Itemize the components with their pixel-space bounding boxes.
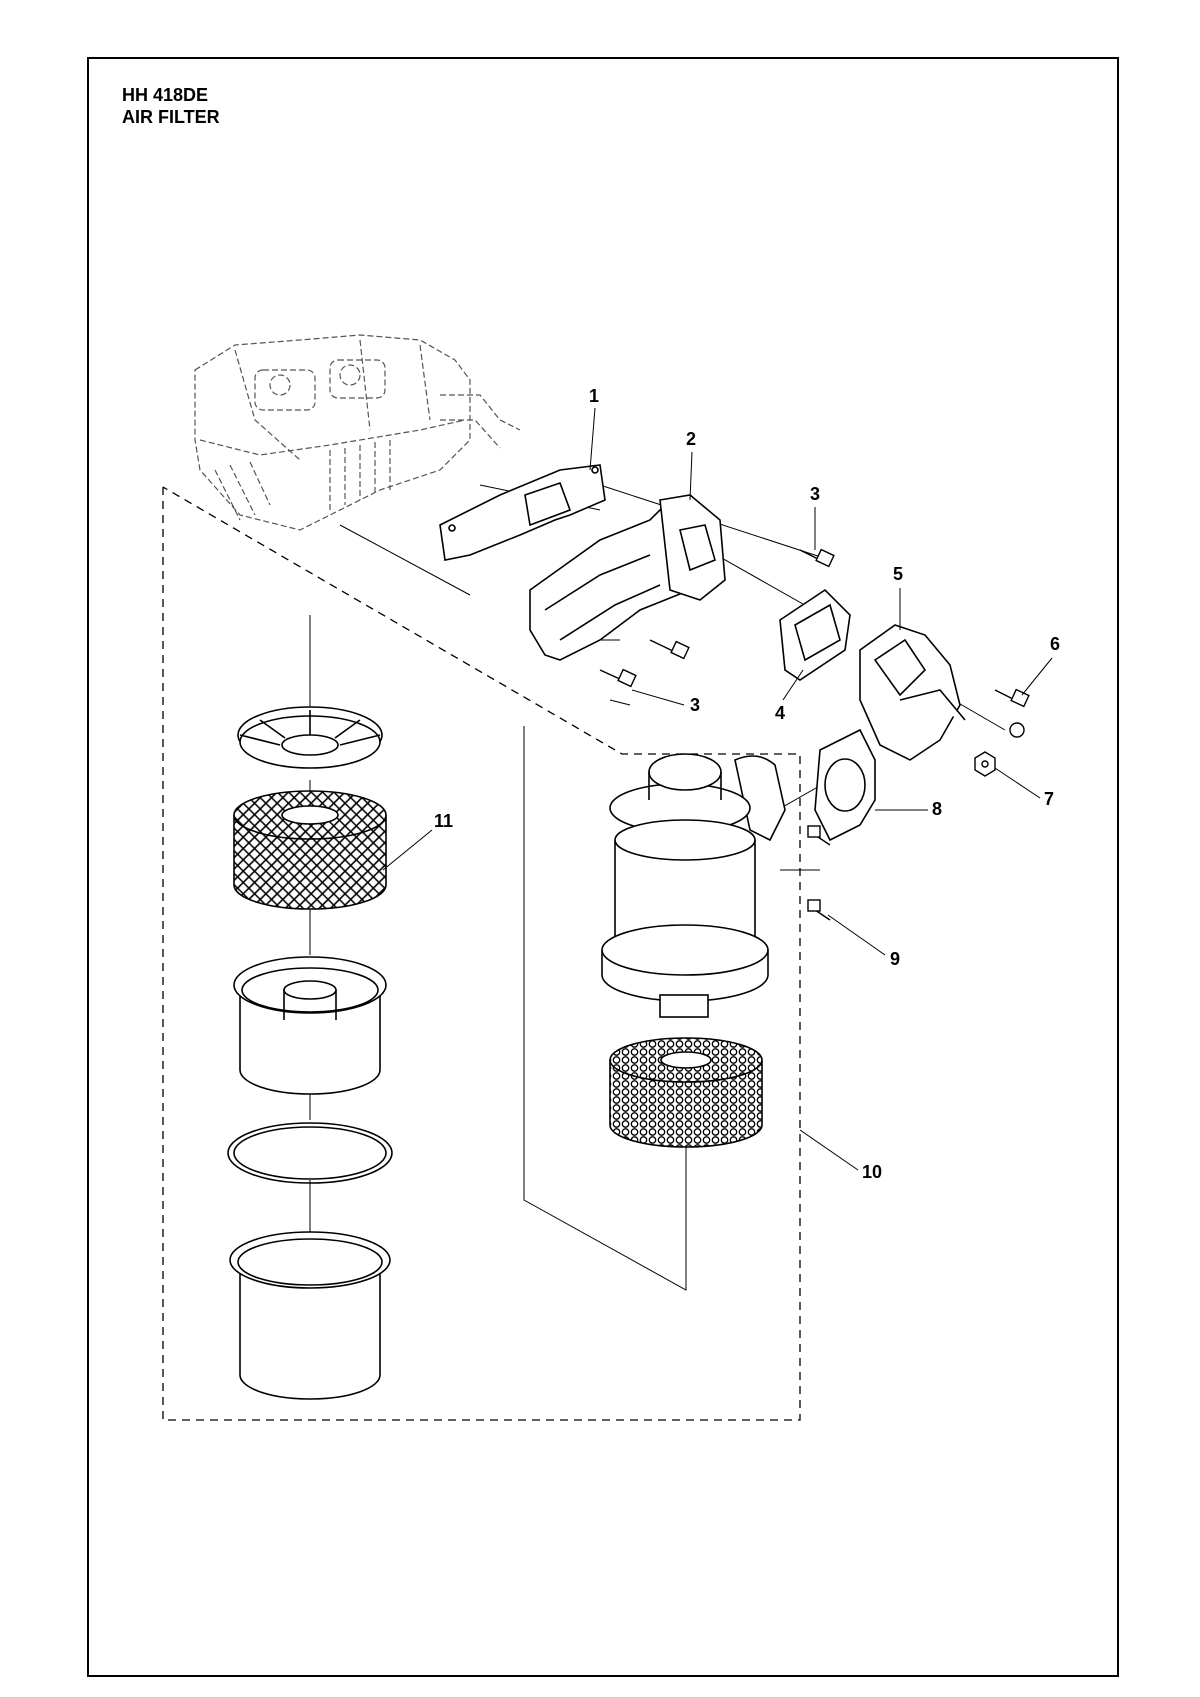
model-name: HH 418DE [122,85,209,105]
part-9-bolt [807,825,831,921]
callout-leaders [382,407,1053,1171]
part-8-gasket [814,728,876,842]
callout-4: 4 [775,703,785,723]
callout-8: 8 [932,799,942,819]
callout-2: 2 [686,429,696,449]
engine-block-ghost [194,334,521,531]
part-3-bolt [599,548,835,688]
part-4-gasket [779,588,851,681]
callout-3-upper: 3 [810,484,820,504]
kit-boundary [162,486,801,1421]
callout-1: 1 [589,386,599,406]
part-11-filter-kit [227,706,393,1400]
callout-6: 6 [1050,634,1060,654]
callout-3-lower: 3 [690,695,700,715]
callout-5: 5 [893,564,903,584]
drawing-frame [87,57,1119,1677]
part-2-intake-manifold [529,494,726,661]
drawing-title: HH 418DE AIR FILTER [122,84,220,128]
part-10-air-cleaner-housing [601,753,786,1018]
callout-9: 9 [890,949,900,969]
part-6-bolt [994,688,1030,738]
part-1-gasket [439,464,606,561]
callout-11: 11 [434,811,453,831]
part-7-nut [974,751,996,777]
part-5-elbow [859,624,966,761]
section-name: AIR FILTER [122,107,220,127]
callout-7: 7 [1044,789,1054,809]
part-10-pre-filter [609,1037,763,1148]
callout-10: 10 [862,1162,882,1182]
